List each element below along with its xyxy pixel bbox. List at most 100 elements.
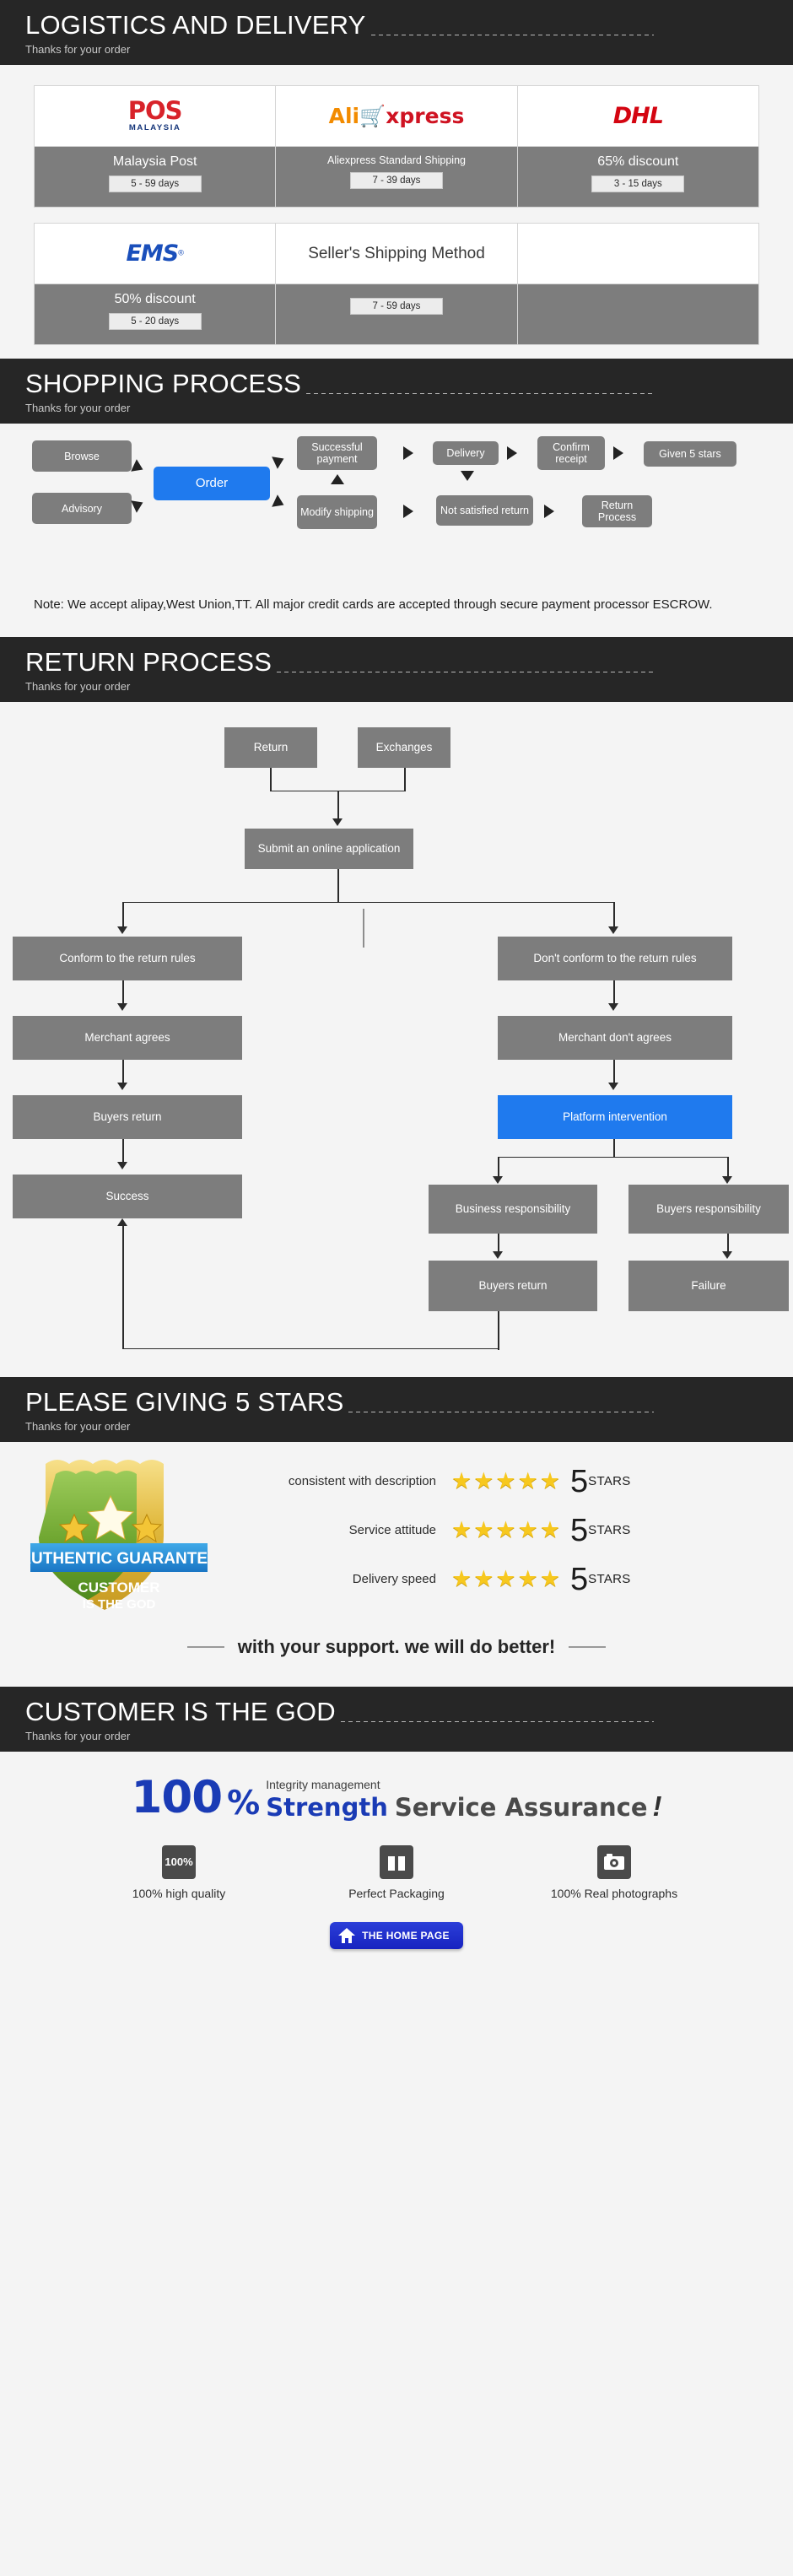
registered-mark-icon: ® xyxy=(178,248,184,257)
banner-title: CUSTOMER IS THE GOD xyxy=(25,1696,336,1726)
payment-note: Note: We accept alipay,West Union,TT. Al… xyxy=(0,592,793,637)
flow-arrow-modify-payment xyxy=(331,474,344,484)
return-line xyxy=(337,790,339,822)
dhl-logo: DHL xyxy=(612,103,664,129)
banner-title: RETURN PROCESS xyxy=(25,646,272,677)
shipping-info-cell: Aliexpress Standard Shipping 7 - 39 days xyxy=(275,146,518,208)
return-line xyxy=(613,901,615,930)
return-node-buyers-return: Buyers return xyxy=(13,1094,242,1139)
ems-logo-text: EMS xyxy=(126,240,179,267)
hero-service-text: Service Assurance xyxy=(394,1792,648,1822)
banner-return-process: RETURN PROCESS Thanks for your order xyxy=(0,636,793,702)
support-tagline-row: with your support. we will do better! xyxy=(0,1636,793,1658)
feature-item: 100% 100% high quality xyxy=(103,1844,255,1900)
shipping-days-chip: 5 - 59 days xyxy=(108,175,202,192)
rating-label: Service attitude xyxy=(348,1523,436,1537)
shipping-days-chip: 7 - 59 days xyxy=(349,298,443,315)
rating-row: consistent with description ★★★★★ 5 STAR… xyxy=(211,1457,631,1506)
shipping-logo-cell-empty xyxy=(516,223,760,284)
return-arrowhead xyxy=(608,926,618,934)
banner-title-row: SHOPPING PROCESS xyxy=(25,370,793,397)
shipping-method-name: 50% discount xyxy=(114,292,196,306)
return-arrowhead xyxy=(117,1218,127,1226)
rating-suffix: STARS xyxy=(588,1523,631,1537)
divider-left xyxy=(186,1645,224,1648)
return-line xyxy=(270,767,272,791)
shipping-logo-row-1: POS MALAYSIA Ali🛒xpress DHL xyxy=(33,85,760,147)
hero-strength-text: Strength xyxy=(266,1792,388,1822)
return-line xyxy=(122,901,124,930)
return-arrowhead xyxy=(608,1082,618,1090)
banner-subtitle: Thanks for your order xyxy=(25,402,131,414)
banner-title-row: LOGISTICS AND DELIVERY xyxy=(25,12,793,38)
feature-label: 100% high quality xyxy=(132,1886,226,1900)
hero-headline: 100 % Integrity management Strength Serv… xyxy=(0,1775,793,1820)
banner-subtitle: Thanks for your order xyxy=(25,1729,131,1742)
rating-row: Delivery speed ★★★★★ 5 STARS xyxy=(211,1555,631,1604)
flow-node-not-satisfied-return: Not satisfied return xyxy=(436,495,533,526)
rating-rows: consistent with description ★★★★★ 5 STAR… xyxy=(211,1457,631,1604)
return-node-submit-application: Submit an online application xyxy=(245,828,413,869)
feature-item: Perfect Packaging xyxy=(321,1844,472,1900)
aliexpress-logo: Ali🛒xpress xyxy=(329,104,465,128)
return-node-dont-conform-rules: Don't conform to the return rules xyxy=(498,936,732,980)
rating-section: AUTHENTIC GUARANTEE CUSTOMER IS THE GOD … xyxy=(0,1441,793,1687)
return-line xyxy=(122,1138,124,1166)
banner-title-row: PLEASE GIVING 5 STARS xyxy=(25,1389,793,1415)
return-arrowhead xyxy=(493,1175,503,1184)
rating-value: 5 xyxy=(570,1512,589,1548)
camera-icon xyxy=(597,1844,631,1879)
hero-exclamation: ! xyxy=(652,1790,662,1822)
shopping-flow-diagram: Browse Advisory Order Successful payment… xyxy=(0,424,793,592)
shipping-logo-row-2: EMS® Seller's Shipping Method xyxy=(33,223,760,284)
return-line xyxy=(498,1156,728,1158)
return-line xyxy=(122,1347,499,1349)
flow-node-order: Order xyxy=(154,467,270,500)
home-page-button[interactable]: THE HOME PAGE xyxy=(330,1921,463,1949)
banner-title: PLEASE GIVING 5 STARS xyxy=(25,1386,344,1417)
rating-stars-icon: ★★★★★ xyxy=(451,1517,563,1542)
flow-arrow-browse-order xyxy=(131,459,146,476)
divider-right xyxy=(569,1645,607,1648)
flow-arrow-order-modify xyxy=(272,494,287,511)
shipping-info-cell: 7 - 59 days xyxy=(275,284,518,345)
return-line xyxy=(727,1233,729,1255)
house-icon xyxy=(338,1927,356,1943)
badge-line1: CUSTOMER xyxy=(78,1580,160,1596)
rating-row: Service attitude ★★★★★ 5 STARS xyxy=(211,1506,631,1555)
return-line-divider xyxy=(363,908,364,948)
return-node-buyers-responsibility: Buyers responsibility xyxy=(628,1184,789,1234)
flow-node-advisory: Advisory xyxy=(32,493,132,524)
flow-arrow-payment-delivery xyxy=(403,446,413,460)
hero-text-stack: Integrity management Strength Service As… xyxy=(266,1779,661,1820)
hero-percent: % xyxy=(227,1784,261,1823)
return-arrowhead xyxy=(332,818,343,826)
feature-row: 100% 100% high quality Perfect Packaging… xyxy=(0,1844,793,1900)
shipping-method-name: Malaysia Post xyxy=(112,154,197,169)
flow-node-delivery: Delivery xyxy=(433,441,499,465)
return-node-merchant-dont-agrees: Merchant don't agrees xyxy=(498,1015,732,1060)
return-node-return: Return xyxy=(224,726,317,768)
return-node-exchanges: Exchanges xyxy=(358,726,450,768)
flow-node-return-process: Return Process xyxy=(582,495,652,527)
return-flow-diagram: Return Exchanges Submit an online applic… xyxy=(0,701,793,1377)
shipping-logo-cell: Ali🛒xpress xyxy=(275,85,518,147)
return-line xyxy=(613,1059,615,1087)
feature-label: Perfect Packaging xyxy=(348,1886,445,1900)
shipping-days-chip: 5 - 20 days xyxy=(108,312,202,330)
flow-arrow-modify-notsat xyxy=(403,505,413,518)
shipping-info-cell: 50% discount 5 - 20 days xyxy=(33,284,277,345)
rating-label: consistent with description xyxy=(288,1474,436,1488)
banner-subtitle: Thanks for your order xyxy=(25,679,131,693)
hero-strength-row: Strength Service Assurance ! xyxy=(266,1792,661,1820)
return-line xyxy=(727,1156,729,1180)
rating-suffix: STARS xyxy=(588,1474,631,1488)
rating-label: Delivery speed xyxy=(352,1572,436,1586)
shipping-logo-cell: EMS® xyxy=(33,223,277,284)
ems-logo: EMS® xyxy=(126,242,183,265)
shipping-logo-cell: Seller's Shipping Method xyxy=(275,223,518,284)
return-arrowhead xyxy=(117,1161,127,1169)
banner-please-give-5-stars: PLEASE GIVING 5 STARS Thanks for your or… xyxy=(0,1376,793,1442)
shipping-logo-cell: POS MALAYSIA xyxy=(33,85,277,147)
flow-node-browse: Browse xyxy=(32,440,132,472)
